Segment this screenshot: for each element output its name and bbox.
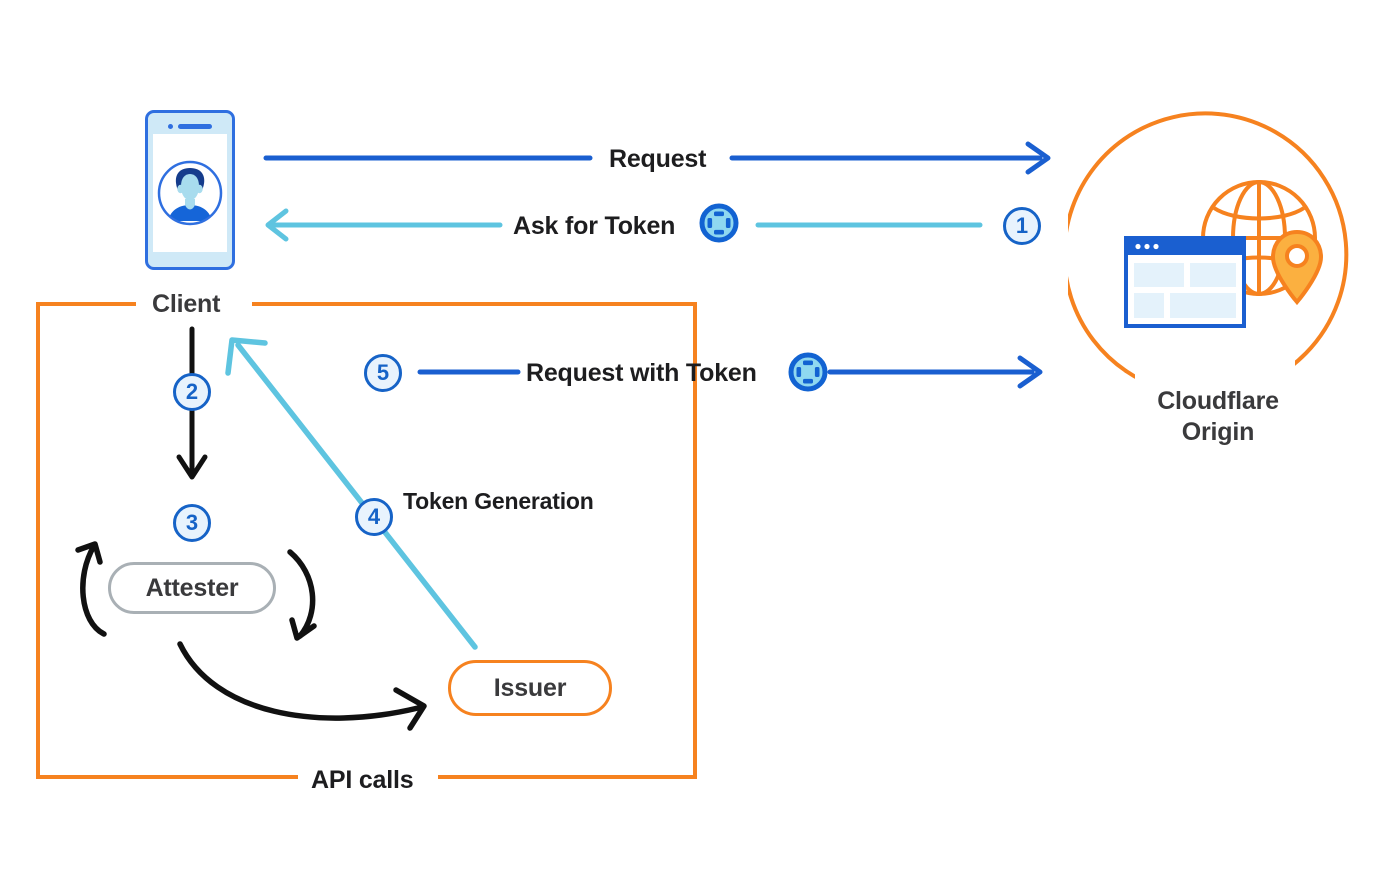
attester-left-curved-arrow	[75, 541, 107, 637]
attester-to-issuer-arrow	[177, 641, 427, 731]
group-box-bottom-gap	[298, 770, 438, 790]
token-generation-arrow	[225, 337, 478, 650]
issuer-node: Issuer	[448, 660, 612, 716]
client-label: Client	[152, 290, 221, 318]
request-label: Request	[609, 145, 707, 173]
ask-for-token-arrow	[265, 208, 983, 242]
client-phone	[145, 110, 235, 270]
step-badge-1: 1	[1003, 207, 1041, 245]
cloudflare-origin-label: Cloudflare Origin	[1157, 387, 1279, 446]
attester-node: Attester	[108, 562, 276, 614]
token-icon	[788, 352, 828, 392]
phone-speaker-bar	[178, 123, 212, 129]
request-with-token-label: Request with Token	[526, 359, 757, 387]
token-icon	[699, 203, 739, 243]
attester-label: Attester	[145, 573, 239, 602]
issuer-label: Issuer	[493, 673, 567, 702]
phone-camera-dot	[168, 123, 173, 129]
step-badge-2: 2	[173, 373, 211, 411]
ask-for-token-label: Ask for Token	[513, 212, 676, 240]
origin-circle-bottom-gap	[1135, 358, 1295, 398]
browser-window-icon	[1124, 236, 1246, 328]
step-badge-5: 5	[364, 354, 402, 392]
user-avatar-icon	[157, 160, 223, 226]
location-pin-icon	[1270, 229, 1324, 306]
step-badge-3: 3	[173, 504, 211, 542]
group-box-top-gap	[136, 294, 252, 314]
request-arrow	[263, 141, 1051, 175]
api-calls-label: API calls	[311, 766, 414, 794]
step-badge-4: 4	[355, 498, 393, 536]
token-generation-label: Token Generation	[403, 488, 594, 514]
attester-right-curved-arrow	[287, 549, 317, 641]
phone-speaker	[153, 118, 227, 134]
request-with-token-arrow	[417, 355, 1043, 389]
phone-screen	[153, 134, 227, 252]
